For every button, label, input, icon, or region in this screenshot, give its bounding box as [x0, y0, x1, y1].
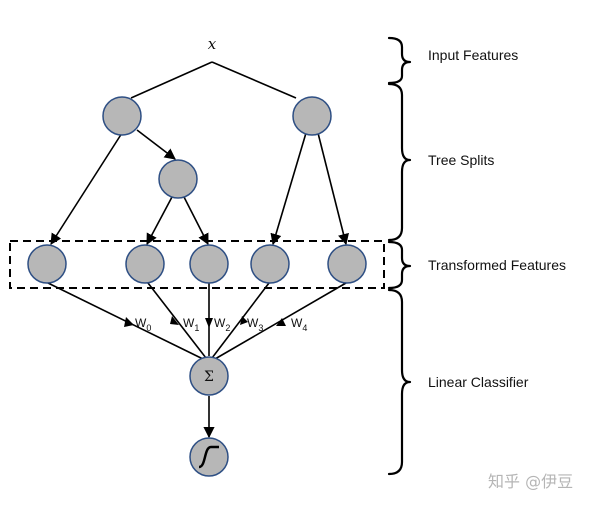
edge-root1-leaf0: [50, 132, 123, 245]
edge-root1-split: [136, 129, 176, 160]
edge-split-leaf1: [146, 196, 173, 245]
sigmoid-icon: [198, 445, 219, 469]
weight-w2: W2: [214, 316, 230, 333]
weight-arrowhead: [205, 318, 213, 328]
brace-input: [387, 36, 412, 85]
split-node-root-right: [292, 96, 332, 136]
input-variable: x: [208, 35, 217, 53]
brace-tree: [387, 82, 412, 242]
edge-x-right: [211, 61, 297, 99]
leaf-node-1: [125, 244, 165, 284]
weight-w1: W1: [183, 316, 199, 333]
weight-w3: W3: [247, 316, 263, 333]
weight-w0: W0: [135, 316, 151, 333]
weight-arrowhead: [124, 317, 134, 327]
label-linear-classifier: Linear Classifier: [428, 374, 529, 390]
brace-transformed: [387, 240, 412, 290]
sigmoid-node: [189, 437, 229, 477]
edge-x-left: [130, 61, 213, 99]
leaf-node-0: [27, 244, 67, 284]
watermark: 知乎 @伊豆: [488, 472, 573, 491]
weight-arrowhead: [170, 316, 179, 325]
label-transformed-features: Transformed Features: [428, 257, 566, 273]
split-node-inner: [158, 159, 198, 199]
weight-w4: W4: [291, 316, 307, 333]
edge-leaf1-sum: [147, 282, 207, 359]
leaf-node-3: [250, 244, 290, 284]
sum-symbol: Σ: [204, 369, 214, 385]
leaf-node-4: [327, 244, 367, 284]
edge-split-leaf2: [183, 196, 209, 245]
transformed-features-box: [9, 240, 385, 289]
label-tree-splits: Tree Splits: [428, 152, 494, 168]
sum-node: [189, 356, 229, 396]
weight-arrowhead: [276, 318, 286, 326]
split-node-root-left: [102, 96, 142, 136]
brace-linear: [387, 288, 412, 476]
edge-root2-leaf4: [317, 132, 349, 246]
label-input-features: Input Features: [428, 47, 518, 63]
edge-root2-leaf3: [270, 132, 307, 246]
leaf-node-2: [189, 244, 229, 284]
edge-leaf3-sum: [211, 282, 270, 359]
weight-arrowhead: [240, 316, 248, 325]
